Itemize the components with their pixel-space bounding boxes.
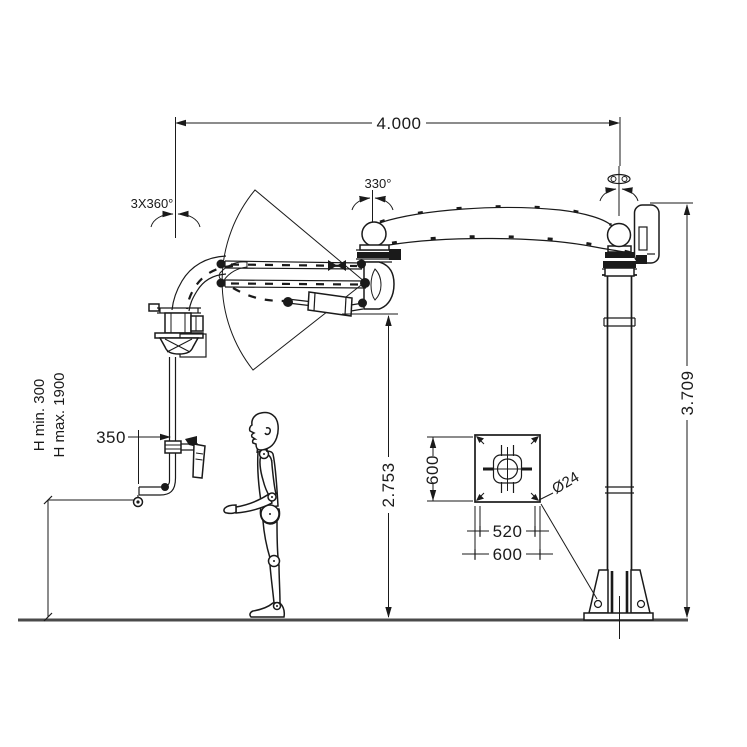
rotation-symbol-column xyxy=(599,166,639,216)
corner-bolt-marks xyxy=(476,436,539,501)
dimension-2753: 2.753 xyxy=(342,313,398,618)
elbow-tube xyxy=(171,255,248,312)
dim-hook-min-label: H min. 300 xyxy=(31,379,48,452)
dim-column-height-label: 3.709 xyxy=(678,370,697,415)
support-column xyxy=(583,222,654,639)
pivot-pins xyxy=(216,259,370,308)
dim-span-label: 4.000 xyxy=(376,114,421,133)
column-top-pulley xyxy=(606,222,632,248)
rotation-symbol-tool xyxy=(150,117,201,238)
plate-width-label: 600 xyxy=(493,545,523,564)
dim-hook-max-label: H max. 1900 xyxy=(51,372,68,457)
plate-bolt-spacing-label: 520 xyxy=(493,522,523,541)
central-joint xyxy=(356,190,401,310)
hand xyxy=(223,504,237,515)
dim-tool-rotation-label: 3X360° xyxy=(131,196,174,211)
dim-offset-label: 350 xyxy=(96,428,126,447)
dimension-3709: 3.709 xyxy=(650,202,697,618)
tool-gripper xyxy=(132,303,207,508)
dimension-h-range: H min. 300 H max. 1900 xyxy=(31,372,134,622)
rotation-symbol-arm xyxy=(351,190,394,222)
dimension-350: 350 xyxy=(96,428,171,484)
column-base xyxy=(583,569,654,639)
column-joint-line xyxy=(605,486,634,494)
manipulator-arm-linkage xyxy=(216,259,370,317)
column-top-flange xyxy=(602,245,637,277)
grip-handle xyxy=(192,443,206,479)
hose-sag xyxy=(232,287,285,303)
plate-dim-600-vertical: 600 xyxy=(423,436,473,502)
plate-bolt-dia-callout: Ø24 xyxy=(538,469,598,600)
base-plate-detail: 600 520 600 Ø24 xyxy=(423,434,598,600)
plate-bolt-dia-label: Ø24 xyxy=(549,469,582,498)
column-cross-section xyxy=(483,445,532,493)
overhead-boom xyxy=(375,205,634,255)
central-pulley xyxy=(361,221,387,247)
plate-dim-600-horizontal: 600 xyxy=(462,506,553,564)
column-flange-ring xyxy=(603,317,636,327)
control-box xyxy=(633,204,660,264)
arm-knuckle-body xyxy=(363,261,395,310)
pneumatic-cylinder xyxy=(291,291,364,317)
head xyxy=(248,411,279,451)
hose-coupler-symbol xyxy=(328,260,346,271)
plate-height-label: 600 xyxy=(423,455,442,485)
dimension-4000: 4.000 xyxy=(175,114,621,166)
dim-arm-rotation-label: 330° xyxy=(365,176,392,191)
dim-underside-height-label: 2.753 xyxy=(379,462,398,507)
operator-figure xyxy=(223,411,285,618)
plate-dim-520: 520 xyxy=(467,506,549,541)
